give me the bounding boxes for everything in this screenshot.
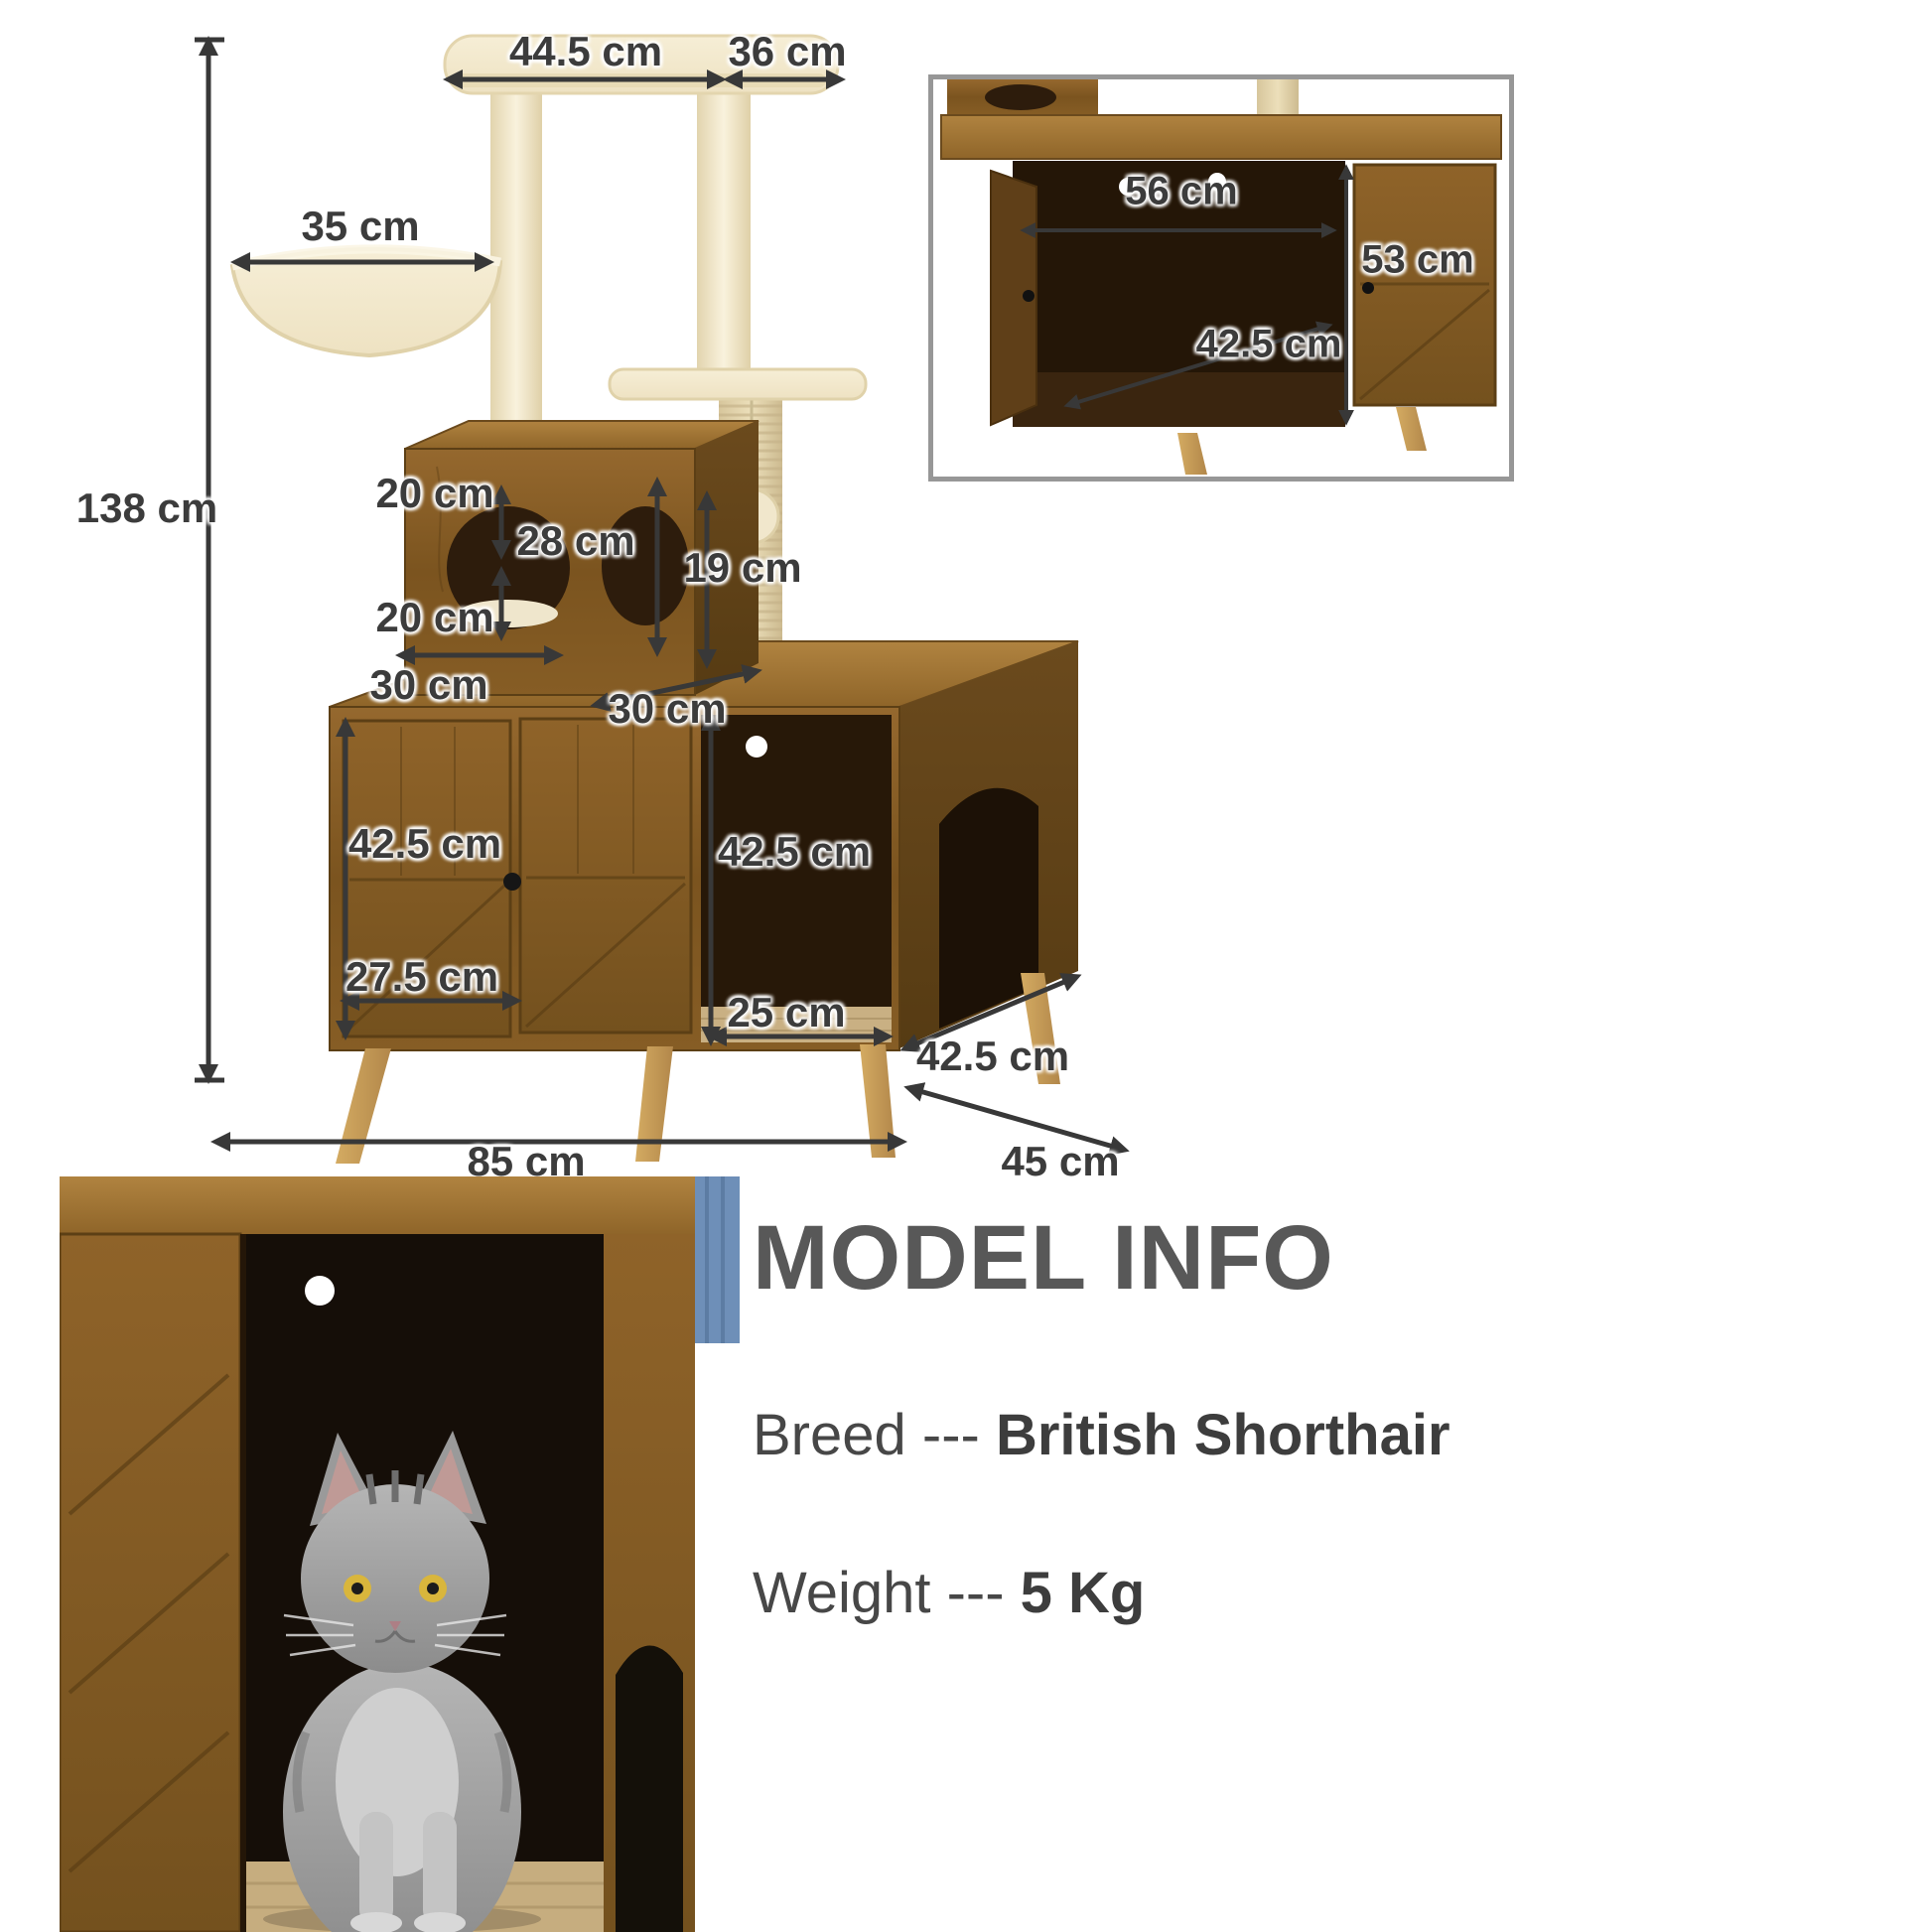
perch-platform bbox=[608, 367, 868, 401]
photo-illustration bbox=[60, 1176, 740, 1932]
dim-top-width: 44.5 cm bbox=[508, 28, 663, 74]
right-post bbox=[697, 93, 751, 373]
model-info-panel: MODEL INFO Breed --- British Shorthair W… bbox=[753, 1206, 1904, 1626]
dimension-arrows bbox=[195, 36, 1130, 1156]
cat-tree-illustration bbox=[195, 34, 1130, 1164]
side-arch-opening bbox=[939, 787, 1038, 1029]
inset-detail-view bbox=[928, 74, 1514, 482]
breed-line: Breed --- British Shorthair bbox=[753, 1402, 1904, 1468]
inset-arrows bbox=[1020, 164, 1354, 426]
dim-interior-depth: 42.5 cm bbox=[1195, 322, 1342, 366]
curtain bbox=[695, 1176, 740, 1343]
dim-door-width: 27.5 cm bbox=[345, 953, 499, 1000]
weight-value: 5 Kg bbox=[1020, 1561, 1146, 1625]
cat-leg-left bbox=[359, 1812, 393, 1926]
door-knob bbox=[503, 873, 521, 891]
dim-hammock-width: 35 cm bbox=[301, 203, 420, 249]
cube-side-hole bbox=[602, 506, 689, 625]
cabinet-door-right bbox=[518, 717, 693, 1035]
dim-total-height: 138 cm bbox=[75, 484, 218, 531]
photo-arch-opening bbox=[616, 1645, 683, 1932]
dim-opening-width: 25 cm bbox=[727, 989, 846, 1035]
dim-cube-width: 30 cm bbox=[369, 661, 488, 708]
dim-base-side-depth: 42.5 cm bbox=[915, 1033, 1070, 1079]
inset-top-board bbox=[940, 114, 1502, 160]
inset-illustration bbox=[940, 79, 1502, 475]
weight-line: Weight --- 5 Kg bbox=[753, 1560, 1904, 1626]
weight-label: Weight --- bbox=[753, 1561, 1005, 1625]
breed-label: Breed --- bbox=[753, 1403, 980, 1467]
dim-cube-hole-top: 20 cm bbox=[375, 470, 494, 516]
dim-interior-height: 53 cm bbox=[1361, 237, 1474, 282]
hammock bbox=[229, 244, 503, 358]
inset-open-door bbox=[990, 169, 1037, 427]
dim-top-right-width: 36 cm bbox=[728, 28, 847, 74]
model-info-title: MODEL INFO bbox=[753, 1207, 1334, 1309]
open-compartment bbox=[701, 715, 892, 1042]
dim-door-height: 42.5 cm bbox=[347, 820, 502, 867]
cat-nose bbox=[389, 1621, 401, 1631]
photo-right-panel bbox=[604, 1234, 695, 1932]
photo-cable-hole bbox=[305, 1276, 335, 1306]
dim-cube-depth: 30 cm bbox=[608, 685, 727, 732]
dim-compartment-height: 42.5 cm bbox=[717, 828, 872, 875]
cat-leg-right bbox=[423, 1812, 457, 1926]
dim-cube-hole-bottom: 20 cm bbox=[375, 594, 494, 640]
dim-cube-inner-height: 28 cm bbox=[516, 517, 635, 564]
cat-head bbox=[301, 1484, 489, 1673]
inset-closed-door bbox=[1352, 163, 1497, 407]
inset-legs bbox=[1177, 407, 1427, 475]
base-cabinet bbox=[329, 641, 1078, 1051]
photo-top-board bbox=[60, 1176, 695, 1234]
dim-post-height: 19 cm bbox=[683, 544, 802, 591]
cabinet-door-left bbox=[342, 719, 512, 1038]
dim-interior-width: 56 cm bbox=[1125, 169, 1238, 213]
breed-value: British Shorthair bbox=[995, 1403, 1450, 1467]
photo-left-door bbox=[60, 1232, 242, 1932]
inset-post-stub bbox=[1257, 79, 1299, 115]
cable-hole bbox=[746, 736, 767, 758]
cat-illustration bbox=[263, 1431, 541, 1932]
product-photo bbox=[60, 1176, 740, 1932]
dim-base-depth: 45 cm bbox=[1001, 1138, 1120, 1184]
